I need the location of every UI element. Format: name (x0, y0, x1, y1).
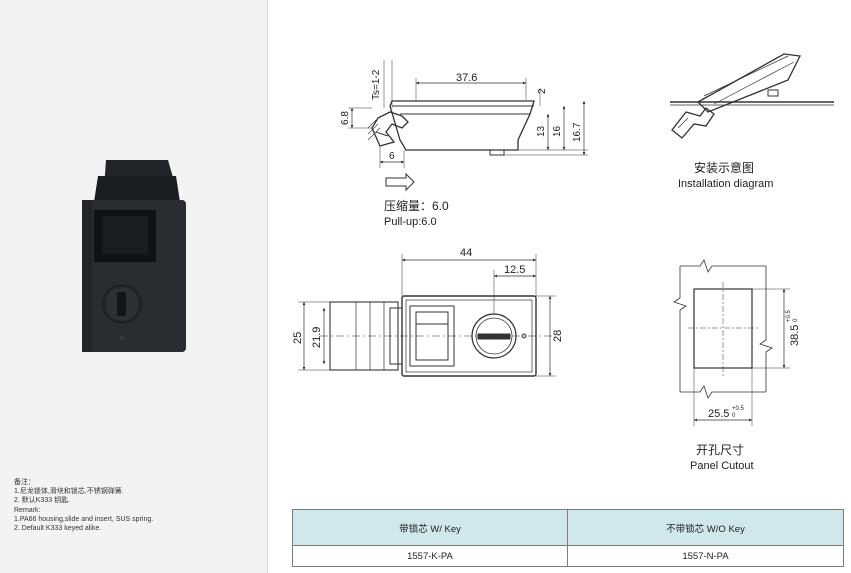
dim-68: 6.8 (340, 111, 351, 125)
header-without-key: 不带锁芯 W/O Key (567, 509, 844, 546)
cutout-label-en: Panel Cutout (690, 460, 754, 472)
note-line: 1.尼龙锁体,滑块和锁芯,不锈钢弹簧. (14, 488, 124, 496)
cutout-height: 38.5 (789, 325, 801, 346)
table-row: 1557-K-PA 1557-N-PA (292, 545, 844, 567)
dim-ts: Ts=1-2 (371, 69, 382, 100)
dim-125: 12.5 (504, 264, 525, 276)
cutout-width-tol: +0.5 (732, 406, 745, 412)
dim-219: 21.9 (311, 327, 323, 348)
install-label-en: Installation diagram (678, 178, 773, 190)
dim-25: 25 (292, 332, 304, 344)
top-view-drawing (298, 254, 556, 377)
dim-6: 6 (389, 151, 395, 162)
note-line: Remark: (14, 506, 41, 514)
technical-drawings: Ts=1-2 37.6 2 6.8 13 16 16.7 6 压缩量：6.0 P… (292, 53, 834, 472)
order-code-table: 带锁芯 W/ Key 不带锁芯 W/O Key 1557-K-PA 1557-N… (292, 509, 844, 567)
dim-167: 16.7 (572, 122, 583, 142)
dim-width-376: 37.6 (456, 72, 477, 84)
header-with-key: 带锁芯 W/ Key (292, 509, 568, 546)
note-line: 2. Default K333 keyed alike. (14, 525, 102, 533)
dim-16: 16 (552, 125, 563, 137)
panel-cutout-drawing (673, 259, 790, 426)
table-header-row: 带锁芯 W/ Key 不带锁芯 W/O Key (292, 509, 844, 546)
side-view-drawing (348, 60, 588, 192)
note-line: 2. 默认K333 钥匙. (14, 497, 71, 505)
notes-title: 备注： (14, 479, 35, 486)
cutout-width: 25.5 (708, 408, 729, 420)
install-label-cn: 安装示意图 (694, 160, 754, 175)
cutout-height-value: 38.5 (789, 325, 801, 346)
dim-13: 13 (536, 125, 547, 137)
cutout-width-tol2: 0 (732, 413, 736, 419)
dim-lip-2: 2 (537, 88, 548, 94)
part-number-without-key: 1557-N-PA (567, 545, 844, 567)
cutout-label-cn: 开孔尺寸 (696, 443, 744, 457)
dim-44: 44 (460, 247, 472, 259)
cutout-height-tol: +0.5 (786, 309, 792, 322)
installation-diagram (670, 53, 834, 139)
cutout-height-tol2: 0 (793, 318, 799, 322)
part-number-with-key: 1557-K-PA (292, 545, 568, 567)
remark-notes: 备注： 1.尼龙锁体,滑块和锁芯,不锈钢弹簧. 2. 默认K333 钥匙. Re… (14, 478, 264, 533)
pull-label-en: Pull-up:6.0 (384, 216, 437, 228)
product-panel: 备注： 1.尼龙锁体,滑块和锁芯,不锈钢弹簧. 2. 默认K333 钥匙. Re… (0, 0, 268, 573)
pull-label-cn: 压缩量：6.0 (384, 198, 449, 213)
note-line: 1.PA66 housing,slide and insert, SUS spr… (14, 515, 154, 523)
dim-28: 28 (552, 330, 564, 342)
product-photo (82, 160, 186, 352)
